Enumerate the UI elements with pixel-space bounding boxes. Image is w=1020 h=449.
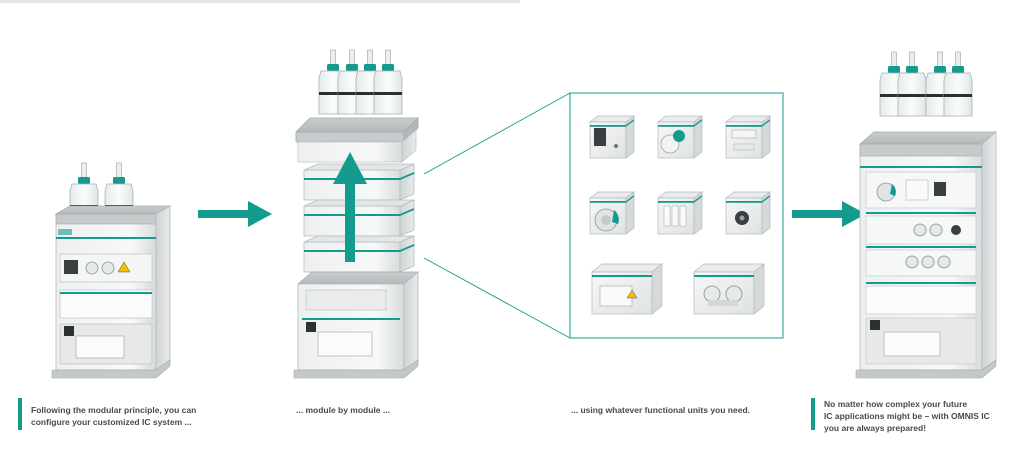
caption-accent-bar bbox=[811, 398, 815, 430]
arrow-right-icon bbox=[792, 201, 866, 227]
arrow-up-icon bbox=[333, 152, 367, 262]
functional-unit-illustration bbox=[589, 115, 635, 159]
functional-unit-illustration bbox=[657, 191, 703, 235]
instrument-2-illustration bbox=[293, 49, 420, 379]
caption-step-4: No matter how complex your future IC app… bbox=[824, 399, 990, 433]
functional-unit-illustration bbox=[657, 115, 703, 159]
top-rule bbox=[0, 0, 520, 3]
instrument-3-illustration bbox=[855, 51, 998, 379]
functional-unit-illustration bbox=[725, 115, 771, 159]
caption-step-3: ... using whatever functional units you … bbox=[571, 405, 750, 415]
functional-units-panel bbox=[569, 92, 784, 339]
zoom-lines bbox=[423, 92, 571, 339]
functional-unit-illustration bbox=[725, 191, 771, 235]
functional-unit-illustration bbox=[589, 191, 635, 235]
instrument-1-illustration bbox=[51, 162, 172, 379]
caption-accent-bar bbox=[18, 398, 22, 430]
caption-step-1: Following the modular principle, you can… bbox=[31, 405, 197, 427]
functional-unit-illustration bbox=[591, 263, 663, 315]
functional-unit-illustration bbox=[693, 263, 765, 315]
arrow-right-icon bbox=[198, 201, 272, 227]
caption-step-2: ... module by module ... bbox=[296, 405, 390, 415]
